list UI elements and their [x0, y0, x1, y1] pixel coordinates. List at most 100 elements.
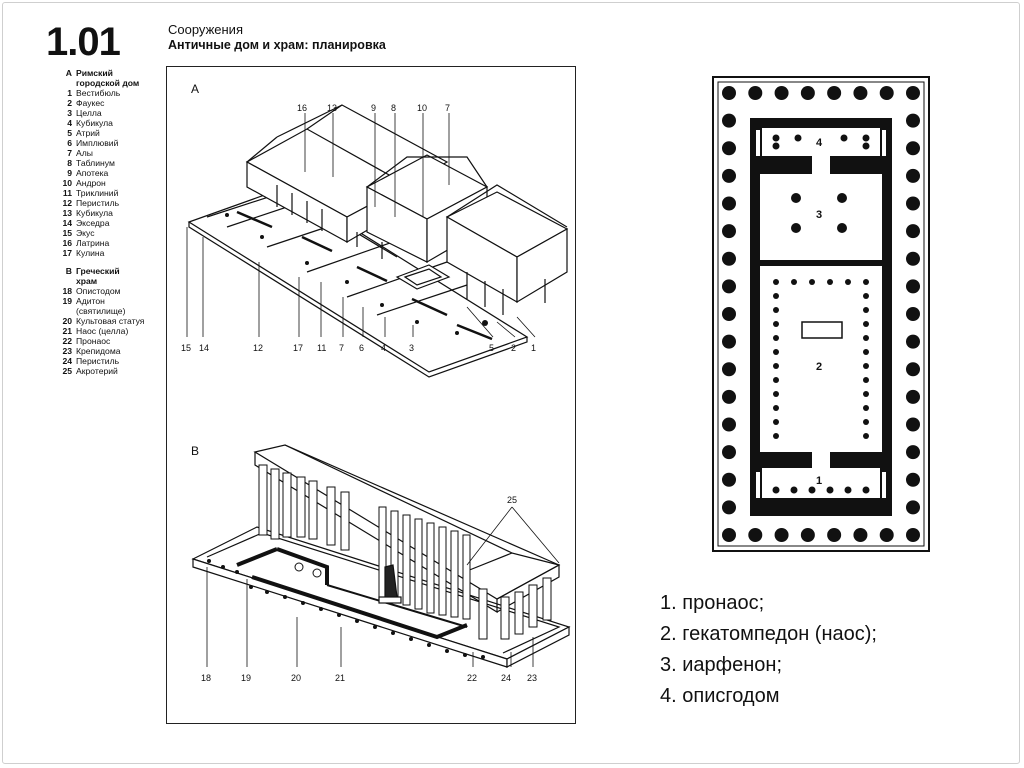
callout-label: 16 [297, 103, 307, 113]
column-dot [879, 86, 894, 100]
column-dot [773, 363, 779, 369]
legend-item-number: 12 [62, 198, 72, 208]
callout-label: 17 [293, 343, 303, 353]
column-dot [863, 433, 869, 439]
legend-item-label: Адитон [76, 296, 105, 306]
legend-item: 17 Кулина [52, 248, 162, 258]
callout-label: 11 [317, 343, 326, 353]
legend-item-number: 17 [62, 248, 72, 258]
legend-item-label: Атрий [76, 128, 100, 138]
cult-statue-base [801, 321, 843, 339]
callout-label: 6 [359, 343, 364, 353]
legend-item-label: Вестибюль [76, 88, 121, 98]
legend-item-label: Культовая статуя [76, 316, 145, 326]
parthenon-room-columns [791, 193, 847, 233]
greek-temple-drawing [191, 444, 571, 668]
column-dot [722, 528, 736, 542]
legend-item-label: Латрина [76, 238, 110, 248]
section-b-label: B [191, 444, 199, 458]
callout-label: 7 [339, 343, 344, 353]
column-dot [863, 377, 869, 383]
column-dot [863, 307, 869, 313]
column-dot [906, 141, 920, 156]
column-dot [853, 528, 868, 542]
legend-item-number: 11 [62, 188, 72, 198]
callout-label: 13 [327, 103, 337, 113]
callout-label: 12 [253, 343, 263, 353]
cella-walls [750, 118, 892, 516]
legend-item-number: 22 [62, 336, 72, 346]
column-dot [722, 362, 736, 377]
column-dot [853, 86, 868, 100]
legend-item-number: 7 [67, 148, 72, 158]
architecture-drawings: A 16 13 9 8 10 7 15 14 12 17 11 7 6 4 3 … [181, 82, 571, 683]
page-title: Античные дом и храм: планировка [168, 38, 386, 52]
column-dot [774, 528, 789, 542]
callout-label: 7 [445, 103, 450, 113]
legend-item: 24 Перистиль [52, 356, 162, 366]
column-dot [722, 113, 736, 128]
legend-item-number: 1 [67, 88, 72, 98]
callout-label: 10 [417, 103, 427, 113]
legend-item-label: Римский [76, 68, 113, 78]
column-dot [773, 405, 779, 411]
column-dot [906, 86, 920, 100]
legend-item: 4 Кубикула [52, 118, 162, 128]
legend-item-label: Перистиль [76, 356, 120, 366]
legend-item-label: Триклиний [76, 188, 119, 198]
legend-item-label: Апотека [76, 168, 109, 178]
legend-item: 11 Триклиний [52, 188, 162, 198]
column-dot [906, 334, 920, 349]
callout-label: 15 [181, 343, 191, 353]
section-b-bottom-labels: 18 19 20 21 22 24 23 [201, 673, 537, 683]
roman-house-leader-lines [186, 113, 536, 338]
legend-item-number: 4 [67, 118, 72, 128]
legend-item-number: 20 [62, 316, 72, 326]
column-dot [809, 279, 815, 285]
opisthodomos-columns [772, 134, 870, 150]
legend-item-label: Акротерий [76, 366, 118, 376]
legend-item-label: Экседра [76, 218, 110, 228]
callout-label: 24 [501, 673, 511, 683]
legend-item-number [52, 276, 76, 286]
legend-item-number: 25 [62, 366, 72, 376]
legend-spacer [52, 258, 162, 266]
legend-item-number: 9 [67, 168, 72, 178]
column-dot [863, 349, 869, 355]
column-dot [863, 391, 869, 397]
legend-item-number [52, 78, 76, 88]
legend-item-label: Кулина [76, 248, 105, 258]
legend-item-label: Опистодом [76, 286, 121, 296]
legend-item-label: Греческий [76, 266, 120, 276]
column-dot [722, 224, 736, 239]
column-dot [773, 419, 779, 425]
legend-item-label: Пронаос [76, 336, 111, 346]
callout-label: 21 [335, 673, 345, 683]
column-dot [906, 307, 920, 321]
legend-item-number: 8 [67, 158, 72, 168]
legend-item-number: B [65, 266, 72, 276]
column-dot [773, 349, 779, 355]
column-dot [773, 279, 779, 285]
callout-label: 5 [489, 343, 494, 353]
legend-item-number: 24 [62, 356, 72, 366]
plan-label-1: 1 [816, 475, 822, 487]
column-dot [906, 168, 920, 183]
legend-item: 22 Пронаос [52, 336, 162, 346]
column-dot [773, 335, 779, 341]
legend-item: B Греческий [52, 266, 162, 276]
column-dot [863, 363, 869, 369]
callout-label: 19 [241, 673, 251, 683]
page-category: Сооружения [168, 22, 243, 37]
column-dot [800, 528, 815, 542]
legend-item-label: Наос (целла) [76, 326, 129, 336]
legend-item-label: Кубикула [76, 118, 113, 128]
